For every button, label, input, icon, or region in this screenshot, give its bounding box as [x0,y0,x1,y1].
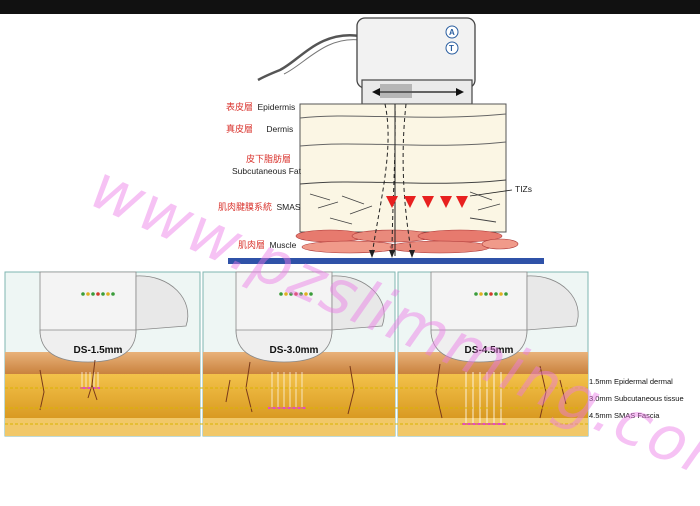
panel-ds15 [4,271,201,437]
cable [257,33,361,82]
cable-shadow [283,39,361,75]
depth-label-45: 4.5mm SMAS Fascia [589,411,660,420]
smas-fibers [309,191,501,225]
button-a[interactable] [445,25,459,39]
label-muscle: 肌肉層 Muscle [238,240,297,250]
device-buttons: A T [449,28,455,53]
arrow-right [456,88,464,96]
label-fat-zh: 皮下脂肪層 [246,154,292,164]
dermis-line [299,141,507,147]
panel-ds30 [202,271,396,437]
label-fat-en: Subcutaneous Fat [232,166,301,176]
cartridge-panels [4,271,589,437]
button-a-label: A [449,28,455,37]
label-tizs: TIZs [515,184,532,194]
top-border [0,0,700,14]
skin-diagram [228,17,544,264]
depth-label-15: 1.5mm Epidermal dermal [589,377,673,386]
button-t-label: T [449,44,454,53]
label-smas: 肌肉腱膜系統 SMAS [218,202,301,212]
panel-ds45 [397,271,589,437]
fat-line [299,179,507,185]
tiz-markers [386,196,468,208]
arrow-left [372,88,380,96]
label-dermis: 真皮層 Dermis [226,124,294,134]
button-t[interactable] [445,41,459,55]
transducer-head [380,84,412,98]
ultrasound-beams [371,103,413,257]
cartridge-label-3: DS-4.5mm [464,345,514,356]
cartridge-label-2: DS-3.0mm [269,345,319,356]
epidermis-line [299,113,507,119]
depth-label-30: 3.0mm Subcutaneous tissue [589,394,684,403]
base-bar [228,258,544,264]
cartridge-label-1: DS-1.5mm [73,345,123,356]
label-epidermis: 表皮層 Epidermis [226,102,296,112]
depth-guides [5,387,588,425]
tizs-pointer [469,189,513,197]
